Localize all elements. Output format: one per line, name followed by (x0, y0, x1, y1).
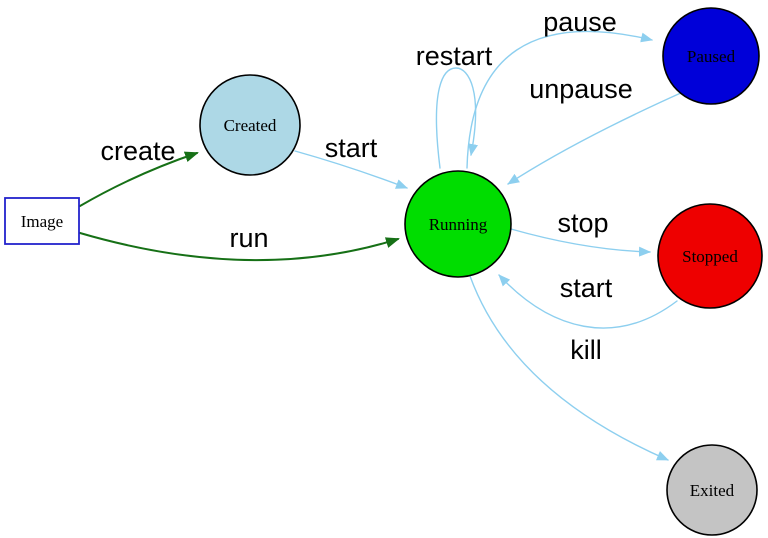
edge-create (79, 151, 199, 207)
edge-kill (469, 275, 669, 461)
edge-unpause (507, 91, 684, 185)
node-stopped: Stopped (657, 203, 763, 309)
edge-label-stop: stop (557, 208, 608, 238)
node-paused: Paused (662, 7, 760, 105)
edge-label-pause: pause (543, 7, 617, 37)
edge-label-kill: kill (570, 335, 602, 365)
edges-layer (79, 30, 684, 461)
edge-restart (435, 67, 478, 169)
node-stopped-label: Stopped (682, 247, 738, 266)
node-image-label: Image (21, 212, 63, 231)
node-image: Image (4, 197, 80, 245)
node-exited-label: Exited (690, 481, 735, 500)
node-exited: Exited (666, 444, 758, 536)
node-paused-label: Paused (687, 47, 736, 66)
edge-label-run: run (229, 223, 268, 253)
node-stopped-circle (657, 203, 763, 309)
node-running-circle (404, 170, 512, 278)
edge-label-start-stopped: start (560, 273, 613, 303)
edge-label-unpause: unpause (529, 74, 633, 104)
node-image-box (4, 197, 80, 245)
edge-stop (510, 228, 651, 257)
edge-label-start-created: start (325, 133, 378, 163)
edge-start-created-running (294, 150, 408, 189)
node-paused-circle (662, 7, 760, 105)
node-created: Created (199, 74, 301, 176)
node-created-label: Created (224, 116, 277, 135)
nodes-layer: Image Created Running Paused Stopped Exi… (4, 7, 763, 536)
node-running-label: Running (429, 215, 488, 234)
edge-start-stopped-running (498, 274, 678, 329)
node-running: Running (404, 170, 512, 278)
edge-pause (466, 30, 653, 169)
edge-run (79, 232, 400, 262)
edge-label-restart: restart (416, 41, 493, 71)
edge-label-create: create (100, 136, 175, 166)
edge-labels-layer: create start run restart pause unpause s… (100, 7, 632, 365)
node-exited-circle (666, 444, 758, 536)
node-created-circle (199, 74, 301, 176)
